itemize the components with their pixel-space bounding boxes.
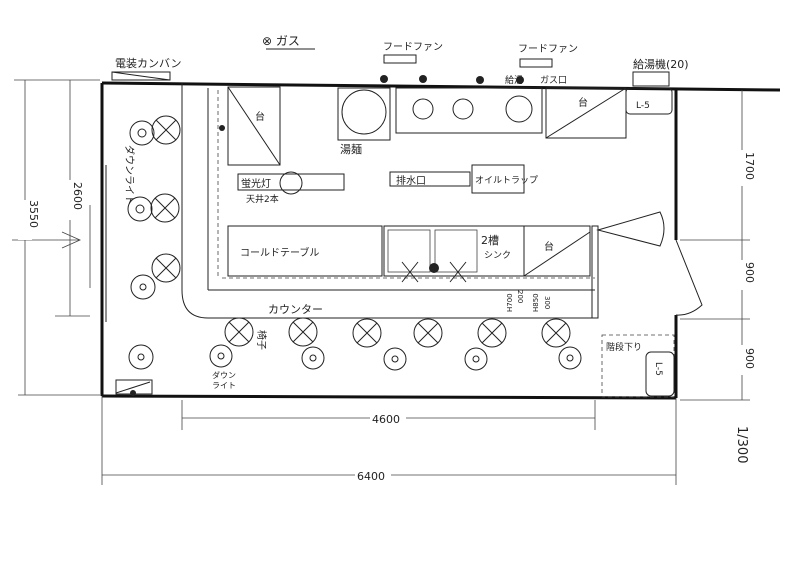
height-label: H850 [532, 293, 540, 312]
stool [541, 318, 571, 348]
counter-label: カウンター [268, 303, 323, 316]
downlights [127, 120, 582, 371]
cold-table: コールドテーブル [227, 225, 383, 277]
fluorescent-label: 蛍光灯 [241, 177, 271, 190]
cold-table-label: コールドテーブル [240, 246, 319, 259]
hot-water-label: 給湯 [505, 74, 523, 86]
l5-label: L-5 [636, 101, 650, 111]
dimension-label: 3550 [27, 200, 40, 228]
scale-label: 1/300 [734, 426, 749, 463]
signboard: 電装カンバン [111, 57, 182, 81]
table-label: 台 [255, 110, 265, 123]
stool [288, 317, 318, 347]
stools [150, 115, 571, 348]
kitchen-door[interactable] [591, 211, 703, 319]
dim-label: 200 [516, 290, 524, 303]
hood-fan-label: フードファン [383, 42, 443, 53]
gas-range [395, 87, 543, 134]
hood-fan-2: フードファン [518, 44, 578, 68]
double-sink: 2槽 シンク [383, 225, 525, 283]
prep-table-1: 台 [227, 86, 281, 166]
noodle-boiler-label: 湯麺 [340, 143, 362, 156]
hood-fan-label: フードファン [518, 44, 578, 55]
dimension-label: 2600 [71, 182, 84, 210]
dimension-label: 900 [743, 262, 756, 283]
oil-trap-label: オイルトラップ [475, 175, 538, 186]
downlight-label: ダウンライト [123, 145, 136, 205]
stool [413, 318, 443, 348]
dimension-lines [12, 79, 750, 485]
fluorescent-light: 蛍光灯 天井2本 [237, 171, 345, 205]
oil-trap: オイルトラップ [471, 164, 538, 194]
stool [352, 318, 382, 348]
fluorescent-note: 天井2本 [246, 193, 279, 205]
prep-table-3: 台 [523, 225, 591, 277]
drain-label: 排水口 [396, 174, 426, 187]
stool [151, 253, 181, 283]
stool [150, 193, 180, 223]
drain: 排水口 [389, 171, 471, 187]
height-label: H700 [506, 293, 514, 312]
stool [477, 318, 507, 348]
dim-label: 300 [543, 296, 551, 309]
gas-outlet-label: ガス口 [540, 75, 567, 86]
prep-table-2: 台 [545, 87, 627, 139]
stool [151, 115, 181, 145]
dimension-label: 6400 [357, 470, 385, 483]
dimension-label: 4600 [372, 413, 400, 426]
water-heater: 給湯機(20) L-5 [625, 57, 689, 115]
downlight-label: ダウン [212, 370, 236, 380]
hood-fan-1: フードファン [383, 42, 443, 64]
downlight-label: ライト [212, 381, 236, 390]
gas-legend: ⊗ ガス [262, 34, 300, 48]
sink-label-2: シンク [484, 250, 511, 261]
table-label: 台 [578, 96, 588, 109]
table-label: 台 [544, 240, 554, 253]
dimension-label: 1700 [743, 152, 756, 180]
stairs-area: 階段下り L-5 [601, 334, 675, 398]
dimension-label: 900 [743, 348, 756, 369]
sign-label: 電装カンバン [115, 57, 182, 70]
chairs-label: 椅子 [255, 330, 268, 350]
l5-label: L-5 [653, 362, 663, 376]
sink-label: 2槽 [481, 234, 499, 247]
kitchen-partition [181, 83, 595, 319]
stairs-label: 階段下り [606, 341, 642, 353]
gas-outlets: 給湯 ガス口 [380, 74, 567, 86]
exterior-walls [100, 81, 781, 400]
noodle-boiler: 湯麺 [337, 87, 391, 156]
stool [224, 317, 254, 347]
water-heater-label: 給湯機(20) [633, 57, 689, 71]
